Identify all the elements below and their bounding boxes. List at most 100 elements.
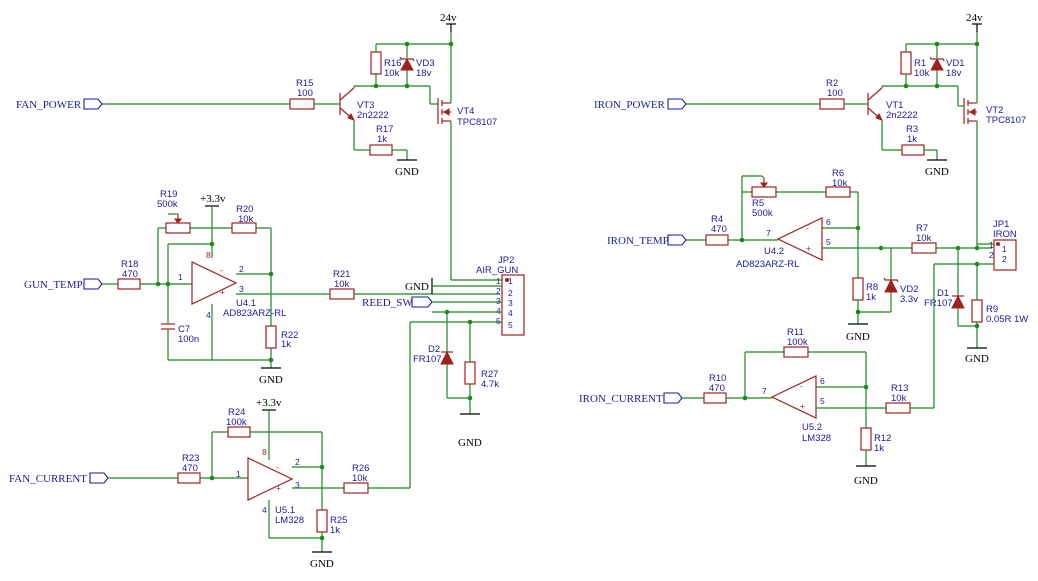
u51-pin3: 3 (295, 480, 300, 490)
u41-ref: U4.1 (236, 298, 256, 309)
r19-ref: R19 (160, 189, 177, 200)
gnd-label-r8: GND (846, 331, 870, 343)
r22-ref: R22 (281, 330, 298, 341)
iron-power-stage: 24v R1 10k VD1 18v VT2 TPC8107 (594, 12, 1026, 250)
gnd-label-r3: GND (925, 166, 949, 178)
gnd-label-r25: GND (310, 558, 334, 570)
vt4-ref: VT4 (457, 106, 474, 117)
u51-pin4: 4 (262, 505, 267, 515)
u42-value: AD823ARZ-RL (736, 259, 799, 270)
u42-pin5: 5 (826, 237, 831, 247)
r20-value: 10k (238, 214, 254, 225)
r16-value: 10k (384, 68, 400, 79)
jp2-ref: JP2 (498, 255, 514, 266)
fan-power-stage: 24v R16 10k VD3 18v VT4 TPC8107 (16, 12, 497, 280)
v24-label-right: 24v (966, 12, 983, 24)
jp1-value: IRON (993, 229, 1017, 240)
u51-pin1: 1 (236, 469, 241, 479)
r15-ref: R15 (296, 78, 313, 89)
u42-plus: + (806, 243, 811, 253)
u41-pin2: 2 (239, 264, 244, 274)
net-iron-temp[interactable]: IRON_TEMP (607, 235, 669, 247)
r20-ref: R20 (236, 204, 253, 215)
r10-value: 470 (709, 383, 725, 394)
jp1-pin1: 1 (1002, 244, 1007, 254)
v33-label-u51: +3.3v (256, 397, 282, 409)
u52-pin5: 5 (820, 396, 825, 406)
gnd-label-jp2: GND (405, 281, 429, 293)
net-fan-power[interactable]: FAN_POWER (16, 99, 82, 111)
jp2-pin3-left: 3 (496, 296, 501, 306)
r6-ref: R6 (832, 168, 844, 179)
u52-plus: + (800, 401, 805, 411)
net-iron-power[interactable]: IRON_POWER (594, 99, 666, 111)
u41-pin8: 8 (206, 250, 211, 260)
c7-ref: C7 (178, 324, 190, 335)
u52-pin6: 6 (820, 376, 825, 386)
r5-ref: R5 (752, 198, 764, 209)
r13-value: 10k (891, 393, 907, 404)
vt3-ref: VT3 (357, 100, 374, 111)
vd2-ref: VD2 (900, 284, 918, 295)
r9-value: 0.05R 1W (986, 314, 1028, 325)
r7-ref: R7 (916, 223, 928, 234)
gun-temp-amp: +3.3v R19 500k R20 10k GUN_TEMP R18 470 (24, 189, 500, 386)
r25-value: 1k (330, 525, 340, 536)
vt1-value: 2n2222 (886, 110, 918, 121)
r23-value: 470 (182, 463, 198, 474)
vd3-value: 18v (416, 68, 432, 79)
connector-jp2: JP2 AIR_GUN 1 2 3 4 5 1 2 3 4 5 GND REED… (362, 255, 525, 449)
jp1-ref: JP1 (993, 219, 1009, 230)
jp2-pin1: 1 (508, 276, 513, 286)
u41-plus: + (220, 287, 225, 297)
r10-ref: R10 (709, 373, 726, 384)
jp2-pin2-left: 2 (496, 286, 501, 296)
r12-ref: R12 (874, 433, 891, 444)
jp2-value: AIR_GUN (476, 265, 518, 276)
r8-value: 1k (866, 292, 876, 303)
u51-ref: U5.1 (275, 505, 295, 516)
r17-value: 1k (377, 134, 387, 145)
vd1-ref: VD1 (946, 58, 964, 69)
u42-pin6: 6 (826, 217, 831, 227)
r24-ref: R24 (228, 407, 245, 418)
v33-label-u41: +3.3v (200, 193, 226, 205)
net-fan-current[interactable]: FAN_CURRENT (9, 473, 87, 485)
net-reed-sw[interactable]: REED_SW (362, 297, 413, 309)
jp2-pin4: 4 (508, 308, 513, 318)
gnd-label-r22: GND (259, 374, 283, 386)
jp2-pin2: 2 (508, 288, 513, 298)
r12-value: 1k (874, 443, 884, 454)
gnd-label-r17: GND (395, 166, 419, 178)
net-iron-current[interactable]: IRON_CURRENT (579, 393, 663, 405)
vd3-ref: VD3 (416, 58, 434, 69)
d2-ref: D2 (428, 344, 440, 355)
fan-current-amp: +3.3v R24 100k FAN_CURRENT R23 470 1 - +… (9, 322, 411, 570)
r26-ref: R26 (352, 463, 369, 474)
vd1-value: 18v (946, 68, 962, 79)
r3-ref: R3 (906, 124, 918, 135)
r27-value: 4.7k (481, 379, 499, 390)
r22-value: 1k (281, 339, 291, 350)
u52-pin7: 7 (762, 386, 767, 396)
u41-pin1: 1 (178, 272, 183, 282)
r23-ref: R23 (182, 453, 199, 464)
r18-value: 470 (122, 269, 138, 280)
c7-value: 100n (178, 334, 199, 345)
r4-ref: R4 (711, 214, 723, 225)
net-gun-temp[interactable]: GUN_TEMP (24, 279, 83, 291)
vt3-value: 2n2222 (357, 110, 389, 121)
r19-value: 500k (157, 199, 178, 210)
jp2-pin1-left: 1 (496, 276, 501, 286)
u41-value: AD823ARZ-RL (223, 308, 286, 319)
r1-ref: R1 (914, 58, 926, 69)
connector-jp1: JP1 IRON 1 2 1 2 D1 FR107 R9 0.05R 1W GN… (924, 219, 1028, 408)
r13-ref: R13 (891, 383, 908, 394)
jp2-pin5: 5 (508, 320, 513, 330)
u42-ref: U4.2 (764, 246, 784, 257)
r21-ref: R21 (333, 269, 350, 280)
vt2-value: TPC8107 (986, 115, 1026, 126)
r11-ref: R11 (787, 327, 804, 338)
r24-value: 100k (226, 417, 247, 428)
r21-value: 10k (334, 279, 350, 290)
